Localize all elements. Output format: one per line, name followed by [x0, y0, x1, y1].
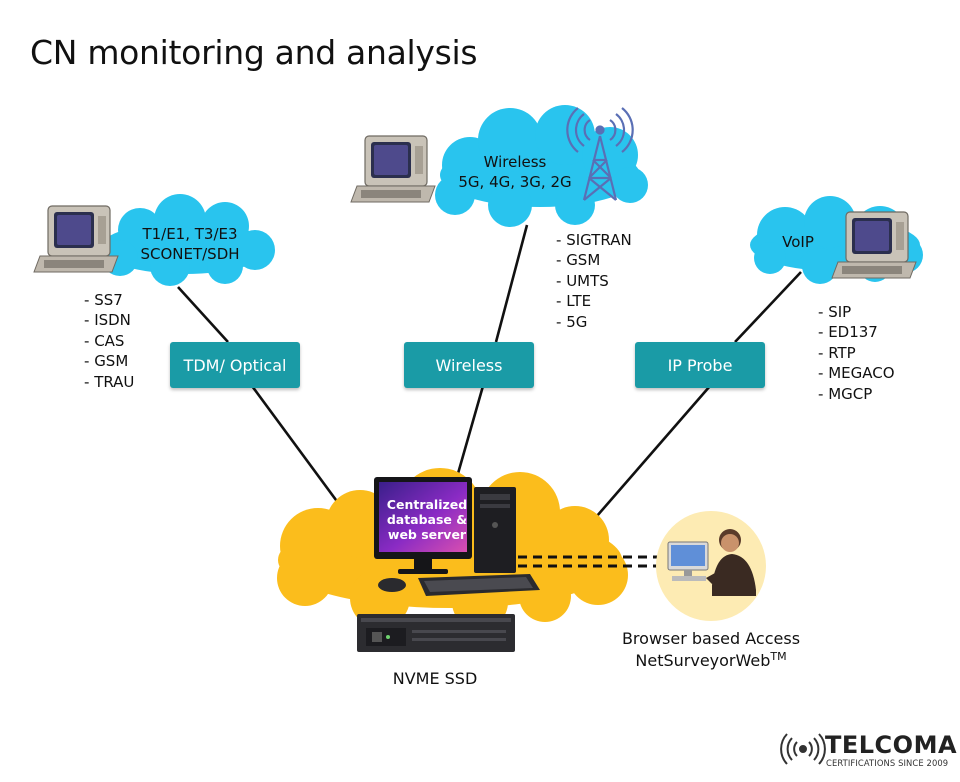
voip-protocol-item: MEGACO	[818, 363, 894, 383]
telcoma-tagline: CERTIFICATIONS SINCE 2009	[826, 758, 949, 768]
dashed-link-access	[518, 555, 660, 568]
monitor-text-line2: database &	[386, 512, 468, 527]
tdm-protocol-item: ISDN	[84, 310, 134, 330]
wireless-protocol-list: SIGTRANGSMUMTSLTE5G	[556, 230, 632, 332]
wireless-cloud-line1: Wireless	[483, 153, 547, 171]
wireless-probe[interactable]: Wireless	[404, 342, 534, 388]
wireless-protocol-item: UMTS	[556, 271, 632, 291]
browser-access-line1: Browser based Access	[621, 629, 801, 648]
wireless-protocol-item: SIGTRAN	[556, 230, 632, 250]
ip-probe[interactable]: IP Probe	[635, 342, 765, 388]
browser-user-icon	[656, 511, 766, 621]
tdm-protocol-item: TRAU	[84, 372, 134, 392]
wireless-protocol-item: 5G	[556, 312, 632, 332]
tdm-cloud	[100, 194, 275, 286]
terminal-icon-voip	[831, 211, 917, 279]
tdm-protocol-item: SS7	[84, 290, 134, 310]
link-wireless-cloud-probe	[494, 224, 529, 343]
link-tdm-probe-server	[250, 385, 352, 520]
monitor-text-line3: web server	[387, 527, 467, 542]
wireless-protocol-item: LTE	[556, 291, 632, 311]
server-computer-icon	[374, 477, 540, 596]
voip-protocol-list: SIPED137RTPMEGACOMGCP	[818, 302, 895, 404]
server-monitor-text: Centralized database & web server	[384, 497, 470, 542]
link-ip-probe-server	[589, 385, 711, 525]
trademark-sup: TM	[770, 650, 787, 663]
voip-protocol-item: MGCP	[818, 384, 895, 404]
tdm-cloud-line2: SCONET/SDH	[140, 245, 240, 263]
tdm-protocol-item: GSM	[84, 351, 134, 371]
wireless-cloud-label: Wireless 5G, 4G, 3G, 2G	[445, 152, 585, 192]
telcoma-logo-icon	[780, 733, 826, 765]
telcoma-brand: TELCOMA	[825, 731, 958, 759]
wireless-cloud-line2: 5G, 4G, 3G, 2G	[458, 173, 572, 191]
cell-tower-icon	[566, 107, 634, 201]
link-wireless-probe-server	[453, 385, 485, 485]
terminal-icon-tdm	[33, 205, 119, 273]
rack-server-icon	[357, 614, 515, 652]
voip-cloud-label: VoIP	[782, 233, 814, 251]
tdm-cloud-label: T1/E1, T3/E3 SCONET/SDH	[120, 224, 260, 264]
browser-access-caption: Browser based Access NetSurveyorWebTM	[596, 628, 826, 672]
tdm-cloud-line1: T1/E1, T3/E3	[142, 225, 238, 243]
monitor-text-line1: Centralized	[386, 497, 468, 512]
storage-label: NVME SSD	[392, 669, 478, 688]
voip-protocol-item: SIP	[818, 302, 895, 322]
voip-protocol-item: ED137	[818, 322, 895, 342]
page-title: CN monitoring and analysis	[30, 33, 478, 72]
link-voip-cloud-probe	[734, 271, 802, 343]
wireless-cloud	[435, 105, 648, 227]
browser-access-line2: NetSurveyorWebTM	[596, 650, 826, 672]
terminal-icon-wireless	[350, 135, 436, 203]
voip-protocol-item: RTP	[818, 343, 895, 363]
product-name: NetSurveyorWeb	[635, 651, 771, 670]
link-tdm-cloud-probe	[177, 286, 229, 343]
tdm-optical-probe[interactable]: TDM/ Optical	[170, 342, 300, 388]
wireless-protocol-item: GSM	[556, 250, 632, 270]
tdm-protocol-list: SS7ISDNCASGSMTRAU	[84, 290, 134, 392]
tdm-protocol-item: CAS	[84, 331, 134, 351]
